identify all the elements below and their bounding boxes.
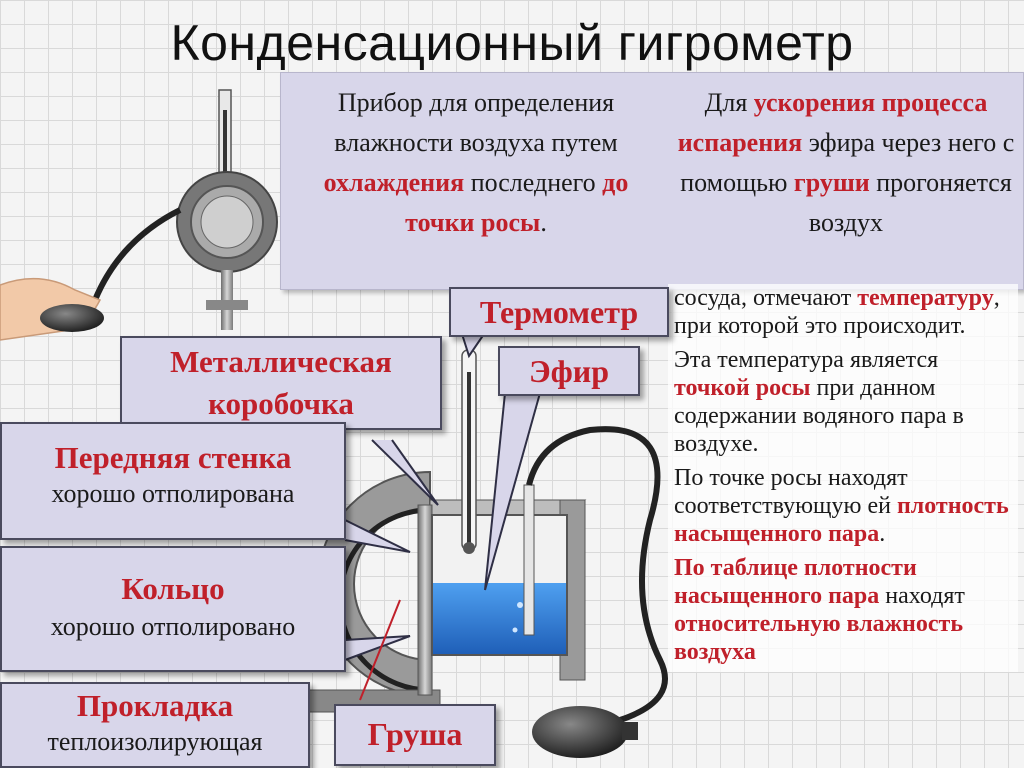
description-paragraph: Эта температура является точкой росы при…: [674, 347, 964, 457]
front-wall-label: Передняя стенка хорошо отполирована: [0, 422, 346, 540]
definition-left-part2: последнего: [464, 168, 603, 197]
hand-with-bulb-icon: [0, 277, 104, 341]
gasket-label: Прокладка теплоизолирующая: [0, 682, 310, 768]
metal-box-label: Металлическая коробочка: [120, 336, 442, 430]
slide-title: Конденсационный гигрометр: [170, 15, 854, 71]
small-device-icon: [92, 89, 278, 330]
ether-label: Эфир: [498, 346, 640, 396]
gasket-pointer-line: [359, 599, 401, 701]
definition-box: Прибор для определения влажности воздуха…: [280, 72, 1024, 290]
definition-right-highlight1: ускорения процесса испарения: [677, 88, 988, 157]
definition-left-part3: .: [540, 208, 547, 237]
definition-left-highlight1: охлаждения: [323, 168, 465, 197]
description-text: сосуда, отмечают температуру, при которо…: [668, 284, 1018, 672]
definition-right-text: Для ускорения процесса испарения эфира ч…: [676, 83, 1016, 243]
description-paragraph: По точке росы находят соответствующую ей…: [674, 465, 1009, 547]
bulb-label: Груша: [334, 704, 496, 766]
definition-right-part2: эфира через него с помощью: [680, 128, 1015, 197]
ring-label: Кольцо хорошо отполировано: [0, 546, 346, 672]
callout-pointers: [344, 333, 541, 661]
thermometer-label: Термометр: [449, 287, 669, 337]
definition-right-highlight2: груши: [793, 168, 870, 197]
description-paragraph: сосуда, отмечают температуру, при которо…: [674, 285, 1000, 339]
definition-left-text: Прибор для определения влажности воздуха…: [291, 83, 661, 243]
definition-right-part1: Для: [704, 88, 754, 117]
definition-right-part3: прогоняется воздух: [808, 168, 1012, 237]
definition-left-part1: Прибор для определения влажности воздуха…: [334, 88, 618, 157]
definition-left-highlight2: до точки росы: [405, 168, 629, 237]
description-paragraph: По таблице плотности насыщенного пара на…: [674, 555, 965, 665]
